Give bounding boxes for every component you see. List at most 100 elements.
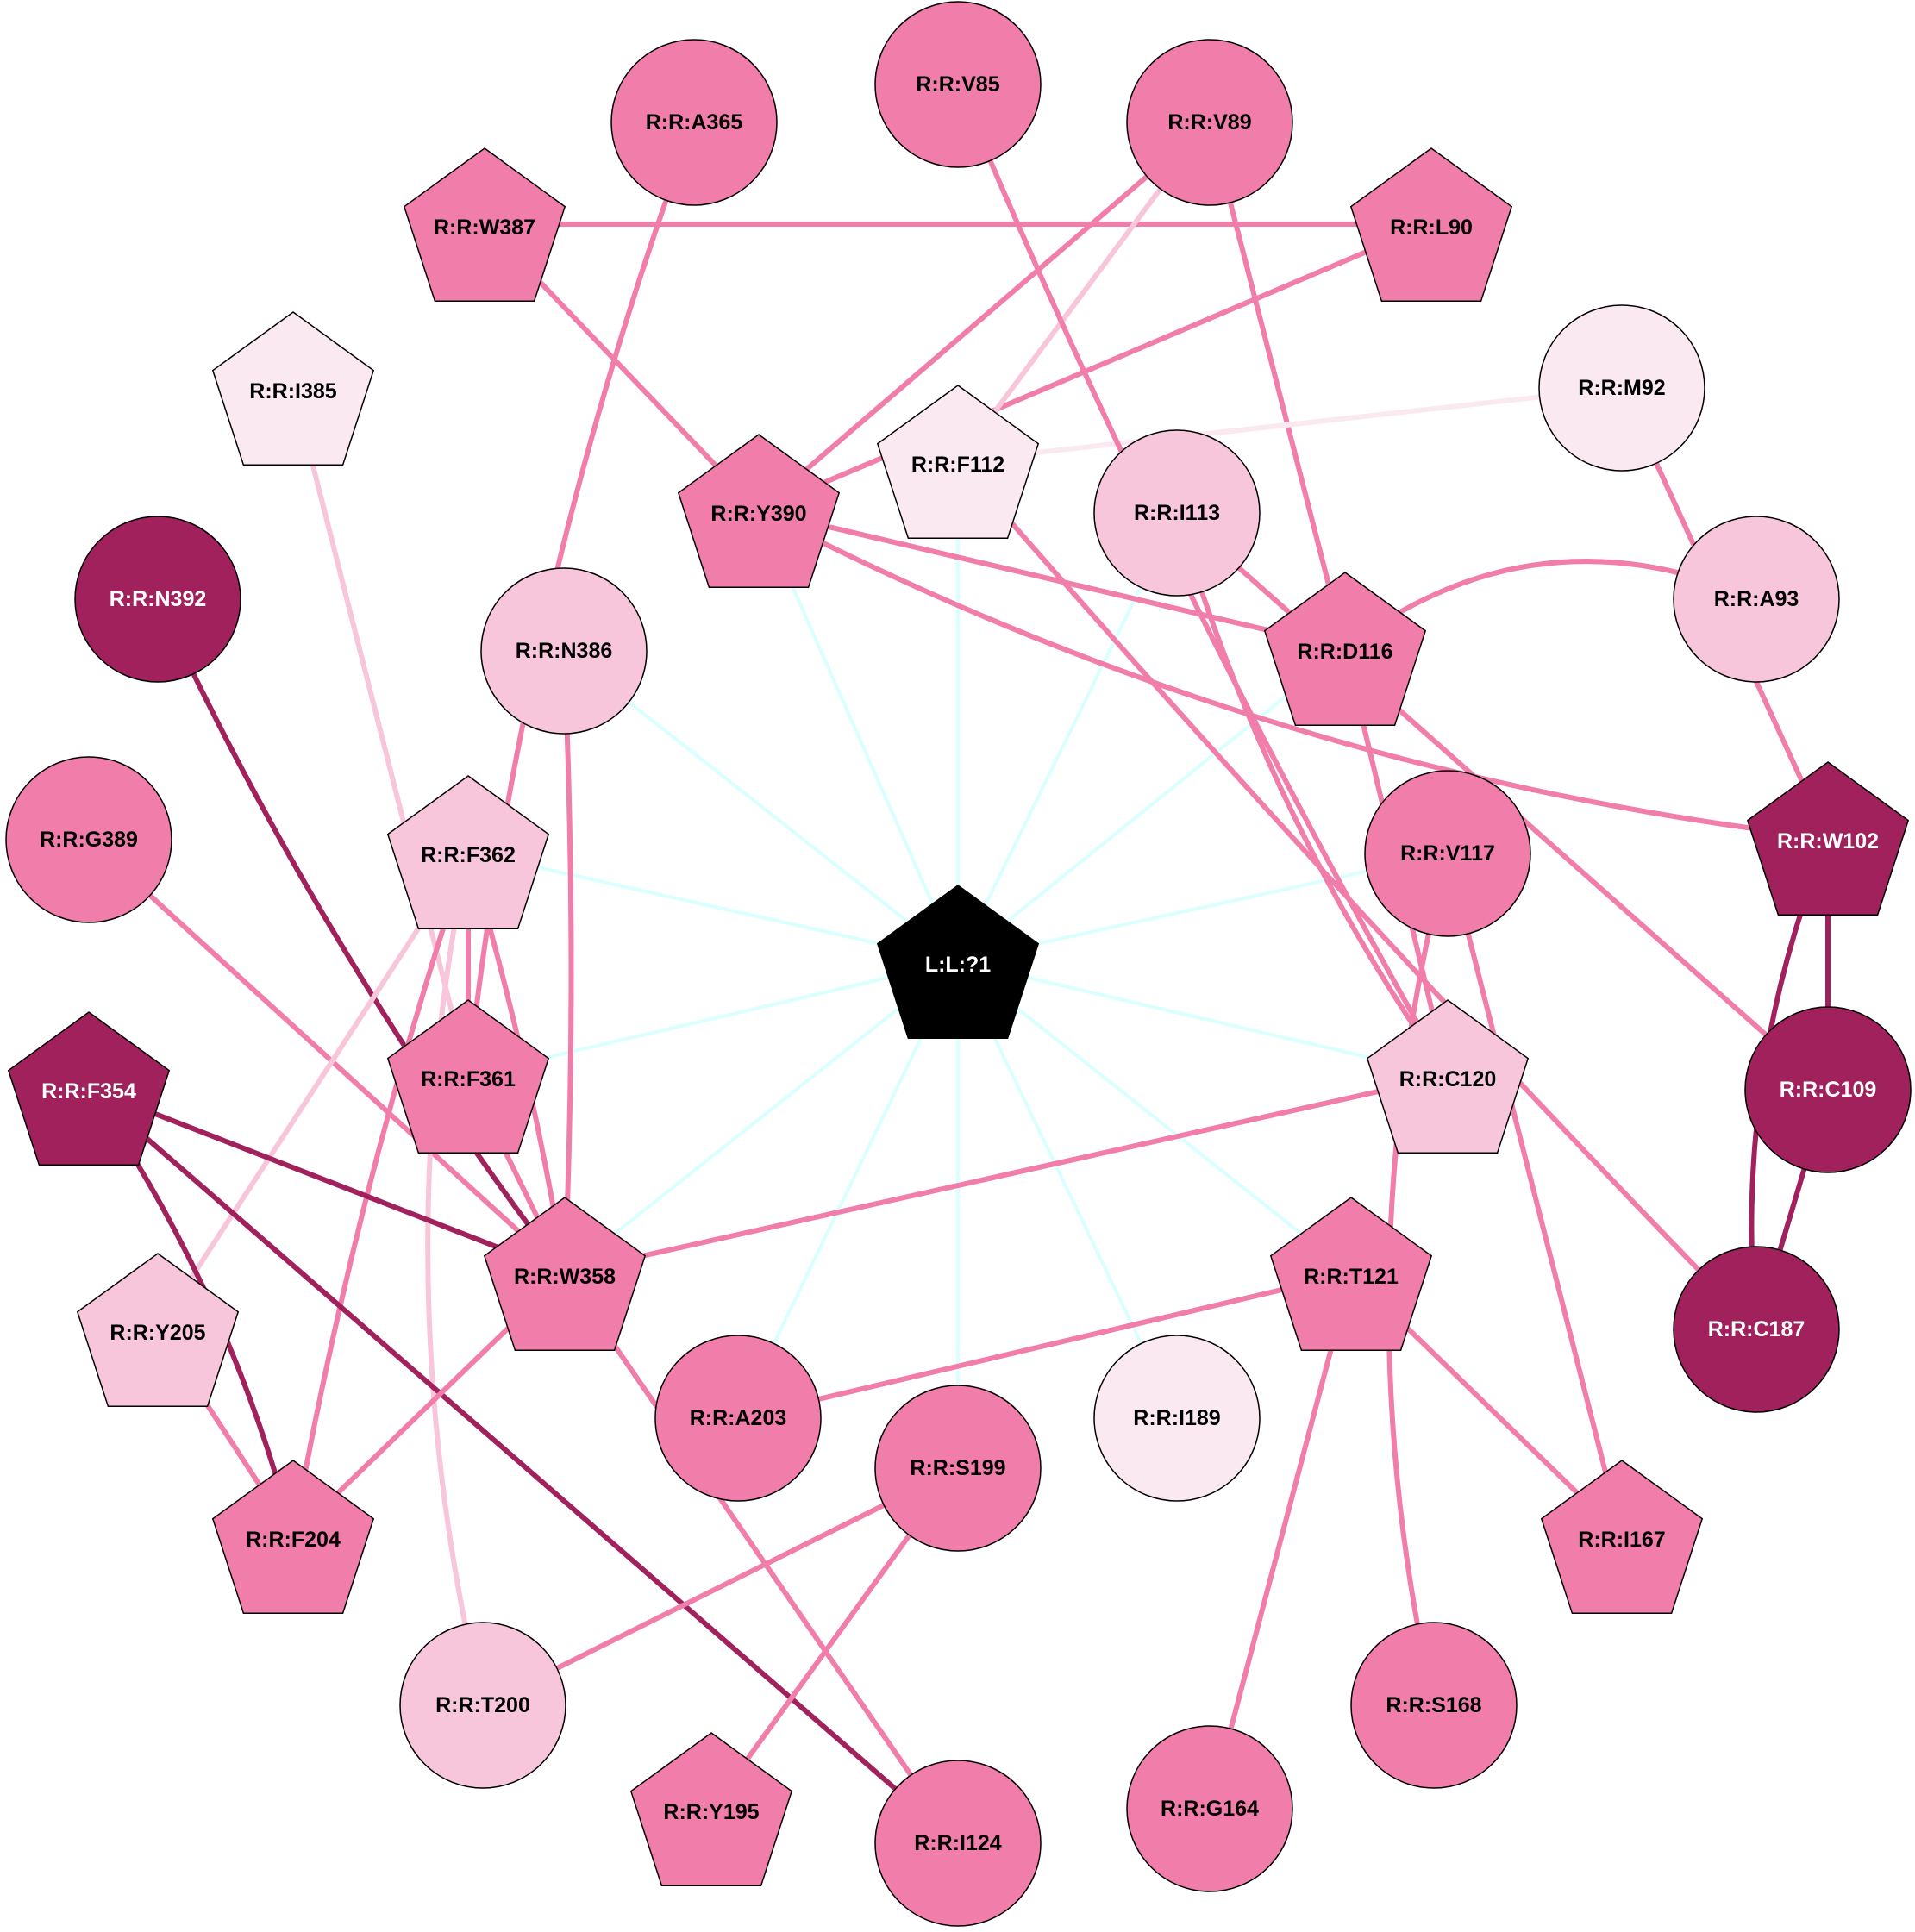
node-circle (610, 39, 778, 206)
edge-r-r-w358-to-r-r-i124 (562, 1272, 961, 1845)
node-label: R:R:W358 (514, 1265, 616, 1289)
node-label: R:R:C109 (1780, 1078, 1877, 1102)
node-r-r-a365: R:R:A365 (610, 39, 778, 206)
node-r-r-i167: R:R:I167 (1540, 1460, 1704, 1615)
node-pentagon (876, 885, 1040, 1040)
node-label: R:R:V85 (916, 72, 999, 97)
node-r-r-c187: R:R:C187 (1673, 1246, 1840, 1413)
edge-r-r-v89-to-r-r-d116 (1207, 122, 1348, 649)
edge-r-r-n386-to-r-r-w358 (561, 650, 574, 1274)
node-label: L:L:?1 (925, 953, 991, 977)
node-label: R:R:Y390 (710, 502, 806, 526)
node-pentagon (1269, 1197, 1433, 1352)
node-label: R:R:Y195 (663, 1800, 759, 1824)
node-circle (1364, 770, 1531, 937)
edge-r-r-i385-to-r-r-f361 (291, 387, 471, 1077)
edge-l-l-1-to-r-r-v117 (957, 852, 1449, 963)
edge-l-l-1-to-r-r-t121 (956, 960, 1353, 1275)
node-circle (1126, 39, 1293, 206)
node-r-r-t121: R:R:T121 (1269, 1197, 1433, 1352)
node-r-r-s168: R:R:S168 (1350, 1622, 1518, 1789)
edge-r-r-y390-to-r-r-d116 (758, 508, 1346, 651)
node-r-r-d116: R:R:D116 (1263, 572, 1427, 727)
node-r-r-g164: R:R:G164 (1126, 1725, 1293, 1892)
node-pentagon (386, 775, 550, 930)
node-r-r-n392: R:R:N392 (74, 516, 241, 683)
node-circle (1673, 516, 1840, 683)
node-r-r-a93: R:R:A93 (1673, 516, 1840, 683)
edge-r-r-f362-to-r-r-t200 (425, 851, 485, 1706)
node-circle (654, 1335, 822, 1502)
node-r-r-l90: R:R:L90 (1349, 147, 1513, 303)
edge-r-r-s199-to-r-r-t200 (481, 1466, 960, 1708)
node-circle (1126, 1725, 1293, 1892)
node-label: R:R:C187 (1708, 1317, 1805, 1341)
node-r-r-w358: R:R:W358 (483, 1197, 647, 1352)
node-label: R:R:N392 (110, 587, 207, 611)
node-label: R:R:V89 (1167, 110, 1251, 134)
node-label: R:R:L90 (1390, 216, 1473, 240)
node-label: R:R:A203 (690, 1406, 787, 1430)
node-label: R:R:Y205 (110, 1321, 205, 1345)
node-r-r-t200: R:R:T200 (399, 1622, 566, 1789)
node-circle (5, 756, 172, 923)
edge-r-r-n392-to-r-r-w358 (155, 597, 567, 1275)
node-r-r-f204: R:R:F204 (211, 1460, 375, 1615)
edge-r-r-f362-to-r-r-f204 (291, 851, 471, 1537)
node-r-r-f354: R:R:F354 (7, 1011, 171, 1166)
node-r-r-g389: R:R:G389 (5, 756, 172, 923)
node-label: R:R:I113 (1134, 501, 1220, 525)
node-pentagon (1366, 999, 1530, 1154)
node-pentagon (1540, 1460, 1704, 1615)
node-r-r-f362: R:R:F362 (386, 775, 550, 930)
node-pentagon (1263, 572, 1427, 727)
node-r-r-m92: R:R:M92 (1538, 304, 1705, 472)
node-r-r-s199: R:R:S199 (874, 1385, 1042, 1552)
node-pentagon (677, 434, 841, 589)
edge-r-r-i113-to-r-r-c120 (1174, 512, 1450, 1078)
node-circle (1093, 429, 1261, 597)
edge-r-r-f354-to-r-r-w358 (87, 1085, 566, 1276)
node-pentagon (386, 999, 550, 1154)
node-label: R:R:W102 (1777, 829, 1879, 853)
edge-r-r-g389-to-r-r-w358 (86, 837, 567, 1276)
node-circle (1093, 1335, 1261, 1502)
node-label: R:R:N386 (516, 639, 613, 663)
node-label: R:R:W387 (434, 216, 535, 240)
node-label: R:R:D116 (1297, 640, 1392, 664)
node-label: R:R:F361 (421, 1067, 516, 1091)
node-label: R:R:S199 (910, 1456, 1005, 1480)
edge-l-l-1-to-r-r-c120 (957, 960, 1449, 1078)
node-label: R:R:I385 (249, 379, 337, 403)
node-r-r-f112: R:R:F112 (876, 385, 1040, 540)
node-label: R:R:I189 (1133, 1406, 1220, 1430)
node-pentagon (876, 385, 1040, 540)
node-l-l-1: L:L:?1 (876, 885, 1040, 1040)
edge-r-r-f362-to-r-r-y205 (155, 850, 471, 1331)
edge-l-l-1-to-r-r-n386 (562, 649, 960, 963)
node-label: R:R:C120 (1399, 1067, 1497, 1091)
node-circle (874, 1385, 1042, 1552)
node-label: R:R:V117 (1400, 841, 1495, 866)
node-label: R:R:M92 (1578, 376, 1665, 400)
edge-r-r-t121-to-r-r-a203 (737, 1271, 1352, 1421)
edge-r-r-c120-to-r-r-w358 (564, 1073, 1449, 1276)
edge-r-r-t121-to-r-r-g164 (1207, 1272, 1354, 1810)
node-pentagon (403, 147, 566, 303)
node-r-r-v85: R:R:V85 (874, 1, 1042, 168)
node-circle (874, 1760, 1042, 1927)
edge-l-l-1-to-r-r-w358 (563, 960, 960, 1275)
node-label: R:R:F112 (911, 453, 1004, 477)
node-r-r-y205: R:R:Y205 (76, 1253, 240, 1408)
edge-r-r-f112-to-r-r-m92 (957, 385, 1623, 464)
node-circle (1350, 1622, 1518, 1789)
node-r-r-y390: R:R:Y390 (677, 434, 841, 589)
node-label: R:R:F204 (246, 1528, 341, 1552)
node-pentagon (7, 1011, 171, 1166)
node-r-r-i385: R:R:I385 (211, 311, 375, 466)
node-r-r-c120: R:R:C120 (1366, 999, 1530, 1154)
edge-r-r-f354-to-r-r-i124 (87, 1085, 960, 1846)
node-r-r-w102: R:R:W102 (1746, 761, 1910, 916)
